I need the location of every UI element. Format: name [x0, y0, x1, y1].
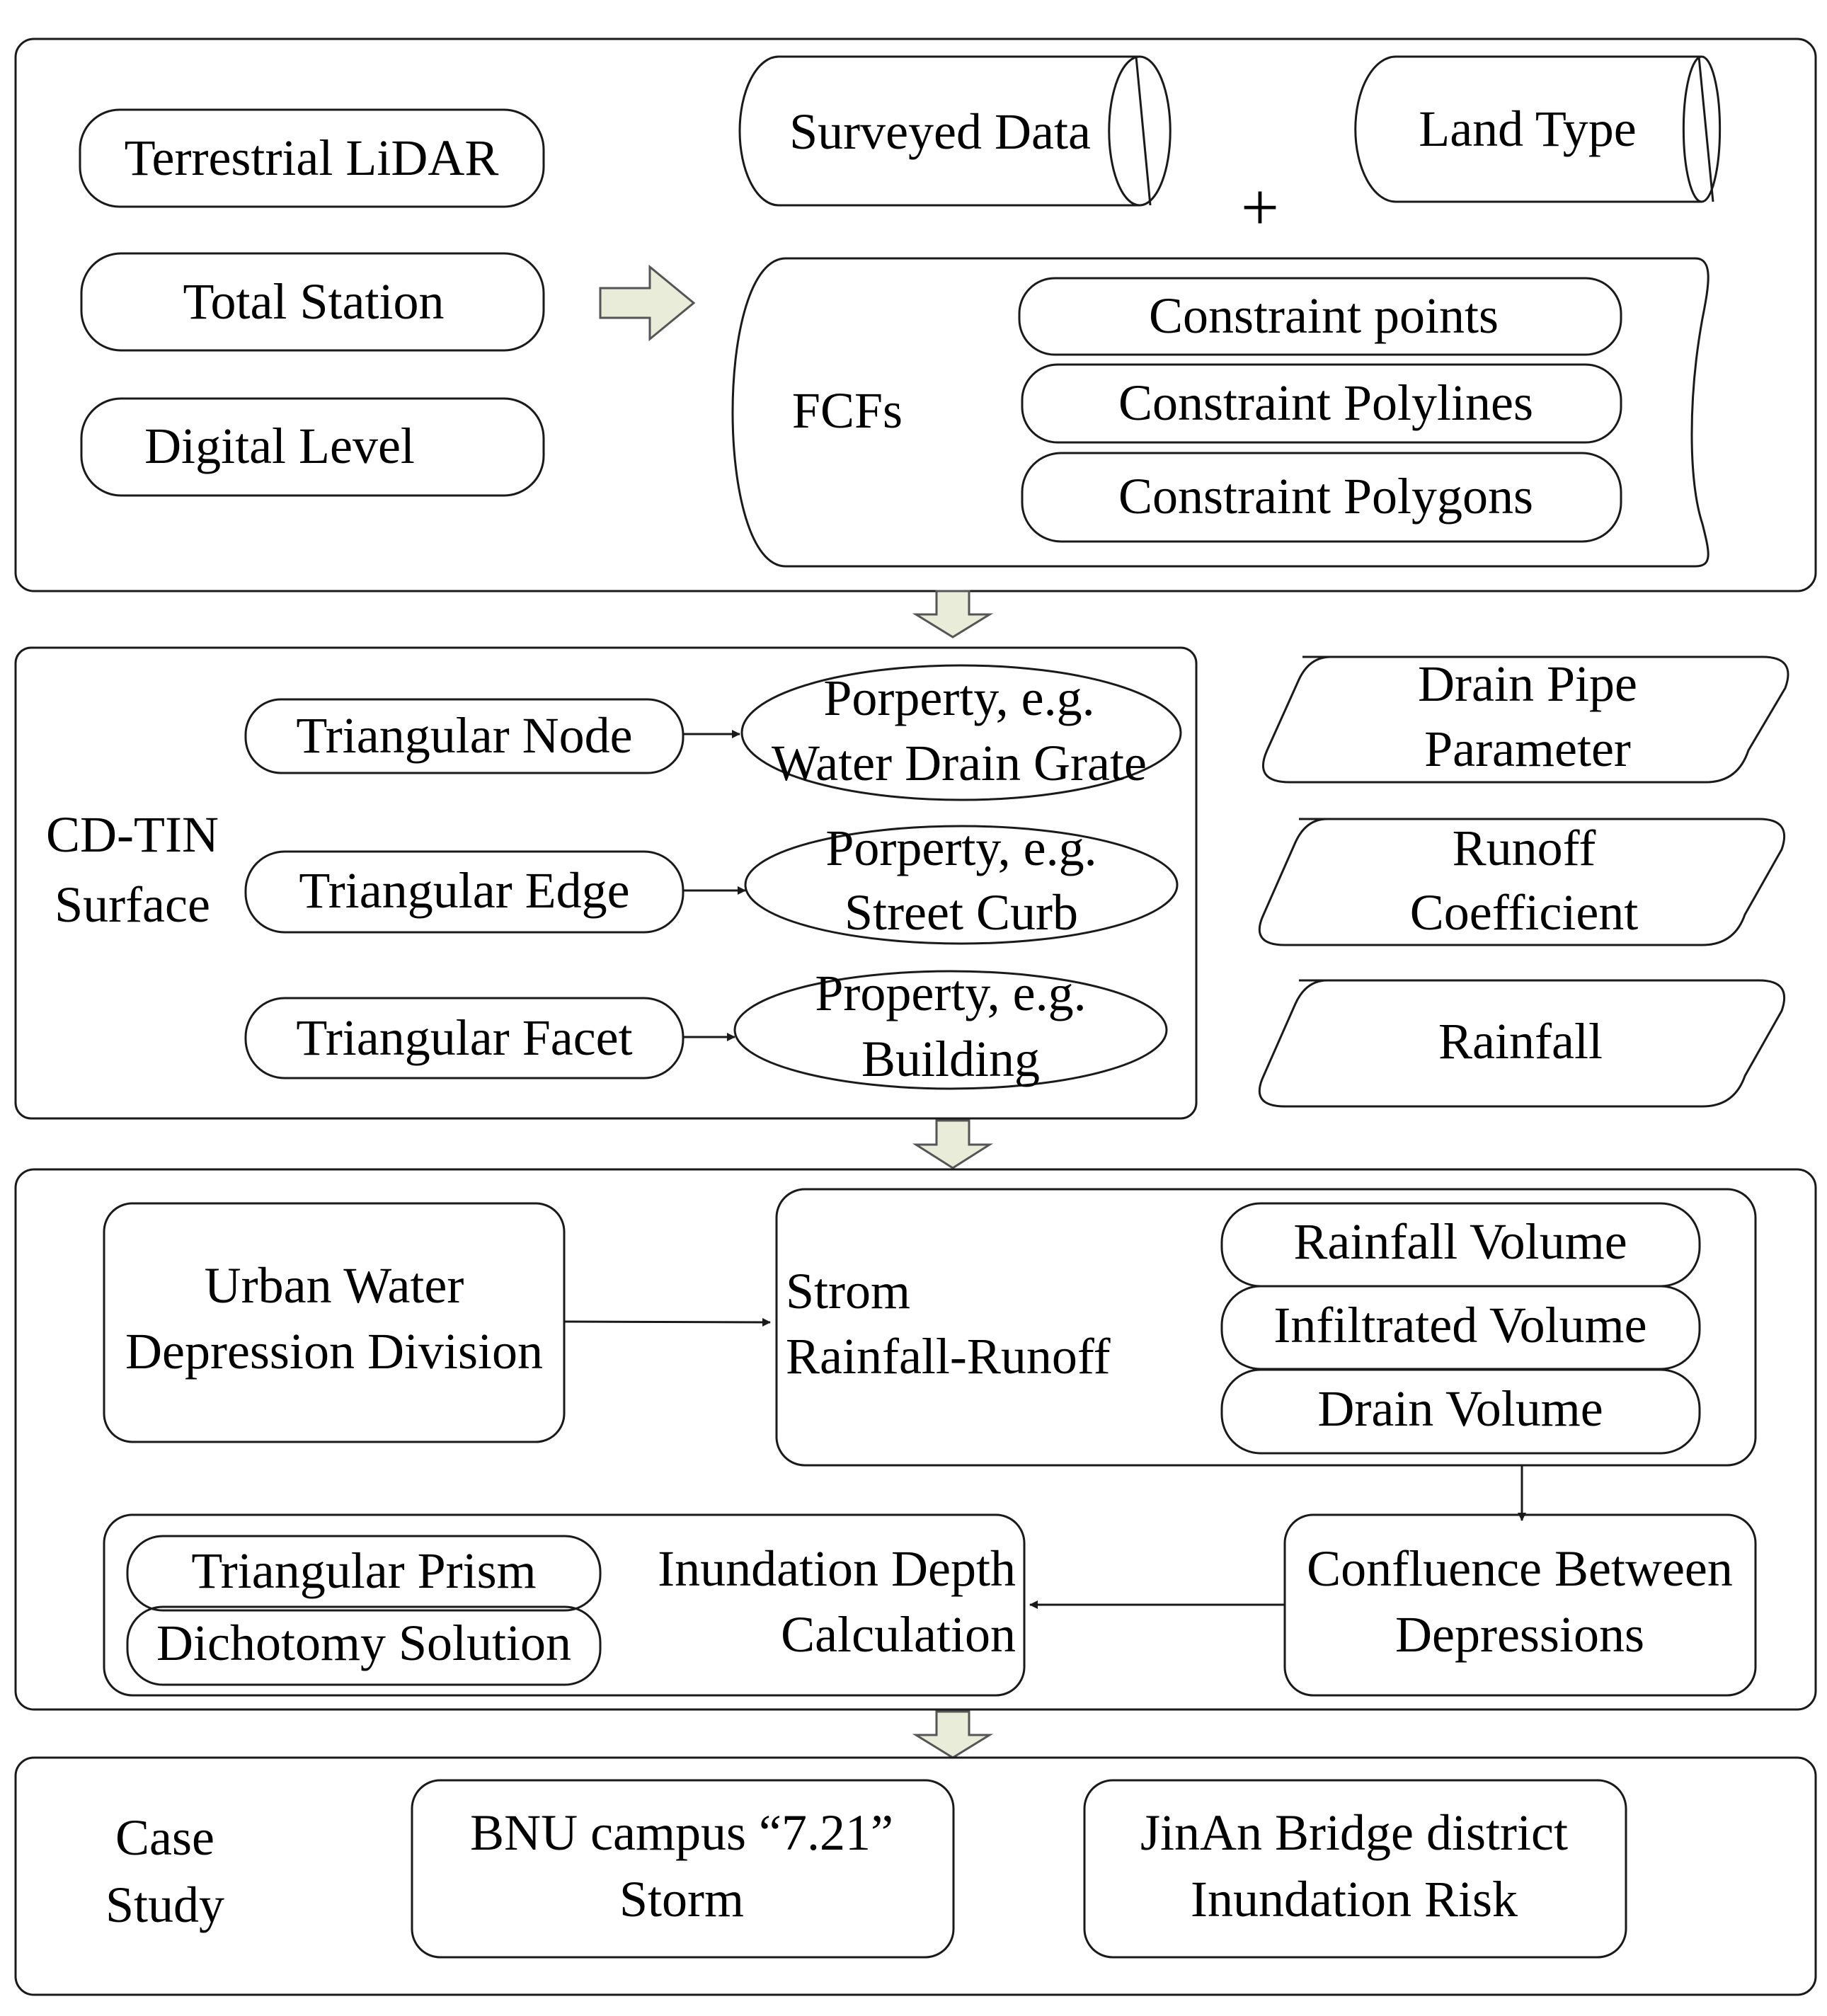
- edge-property-ellipse: [744, 825, 1179, 945]
- triangular-prism-box: [126, 1535, 602, 1612]
- triangular-edge-box: [244, 850, 685, 934]
- triangular-element-label: Triangular Facet: [296, 1009, 632, 1066]
- dichotomy-solution-box: [126, 1605, 602, 1686]
- land-type-label: Land Type: [1419, 101, 1637, 157]
- constraint-item-label: Constraint Polylines: [1118, 374, 1533, 431]
- input-label: Rainfall: [1438, 1013, 1603, 1070]
- block-arrow-down-icon: [912, 590, 994, 638]
- volume-item-label: Rainfall Volume: [1293, 1213, 1627, 1270]
- source-label: Total Station: [183, 273, 445, 330]
- triangular-node-box: [244, 698, 685, 774]
- constraint-item-label: Constraint Polygons: [1118, 468, 1533, 525]
- input-label: Drain Pipe: [1418, 655, 1637, 712]
- data-acquisition-panel: [14, 38, 1817, 592]
- source-label: Digital Level: [144, 418, 415, 474]
- case-bnu-box: [411, 1779, 955, 1959]
- case-study-panel: [14, 1756, 1817, 1996]
- volume-item-label: Infiltrated Volume: [1273, 1297, 1646, 1353]
- inundation-depth-label: Inundation Depth: [658, 1540, 1016, 1597]
- inundation-method-label: Triangular Prism: [191, 1542, 536, 1599]
- storm-runoff-label: Rainfall-Runoff: [786, 1328, 1111, 1385]
- constraint-points-box: [1018, 277, 1622, 356]
- constraint-item-label: Constraint points: [1149, 287, 1499, 344]
- drain-pipe-parameter-input: [1261, 655, 1789, 784]
- case-label: JinAn Bridge district: [1140, 1804, 1568, 1861]
- inundation-depth-label: Calculation: [781, 1606, 1016, 1663]
- property-label: Building: [861, 1031, 1040, 1087]
- fcfs-label: FCFs: [792, 382, 903, 439]
- case-label: Inundation Risk: [1191, 1871, 1518, 1928]
- confluence-label: Confluence Between: [1307, 1540, 1733, 1597]
- property-label: Property, e.g.: [815, 965, 1086, 1021]
- runoff-coefficient-input: [1258, 818, 1786, 946]
- inundation-depth-box: [103, 1513, 1026, 1697]
- property-label: Street Curb: [844, 884, 1078, 941]
- node-property-ellipse: [740, 664, 1182, 801]
- surveyed-data-label: Surveyed Data: [789, 103, 1091, 160]
- confluence-label: Depressions: [1395, 1606, 1644, 1663]
- inundation-method-label: Dichotomy Solution: [156, 1615, 571, 1671]
- inundation-model-panel: [14, 1168, 1817, 1711]
- source-digital-level: [80, 397, 545, 497]
- constraint-polygons-box: [1021, 452, 1622, 543]
- source-total-station: [80, 252, 545, 352]
- drain-volume-box: [1220, 1368, 1701, 1455]
- constraint-polylines-box: [1021, 363, 1622, 444]
- facet-property-ellipse: [733, 970, 1168, 1090]
- source-label: Terrestrial LiDAR: [125, 130, 499, 186]
- volume-item-label: Drain Volume: [1317, 1380, 1603, 1437]
- block-arrow-down-icon: [912, 1710, 994, 1759]
- triangular-element-label: Triangular Node: [296, 707, 632, 764]
- case-study-label: Case: [115, 1809, 214, 1866]
- case-label: Storm: [619, 1871, 744, 1928]
- case-label: BNU campus “7.21”: [470, 1804, 893, 1861]
- source-terrestrial-lidar: [79, 108, 545, 208]
- storm-runoff-label: Strom: [786, 1263, 910, 1319]
- cd-tin-surface-label: CD-TIN: [46, 806, 219, 863]
- input-label: Runoff: [1453, 820, 1596, 876]
- input-label: Coefficient: [1410, 884, 1639, 941]
- input-label: Parameter: [1424, 721, 1631, 777]
- fcfs-storage: [731, 257, 1709, 568]
- cd-tin-surface-label: Surface: [55, 876, 210, 933]
- depression-division-label: Depression Division: [125, 1323, 543, 1380]
- block-arrow-down-icon: [912, 1119, 994, 1169]
- case-study-label: Study: [105, 1877, 224, 1933]
- depression-division-label: Urban Water: [205, 1257, 464, 1314]
- storm-runoff-box: [775, 1188, 1757, 1467]
- cd-tin-surface-panel: [14, 646, 1198, 1120]
- rainfall-input: [1258, 979, 1786, 1108]
- case-jinan-box: [1083, 1779, 1627, 1959]
- plus-sign: +: [1241, 169, 1279, 245]
- property-label: Porperty, e.g.: [825, 820, 1096, 876]
- block-arrow-right-icon: [599, 264, 696, 342]
- property-label: Water Drain Grate: [772, 735, 1147, 791]
- triangular-element-label: Triangular Edge: [299, 862, 629, 919]
- property-label: Porperty, e.g.: [823, 670, 1094, 726]
